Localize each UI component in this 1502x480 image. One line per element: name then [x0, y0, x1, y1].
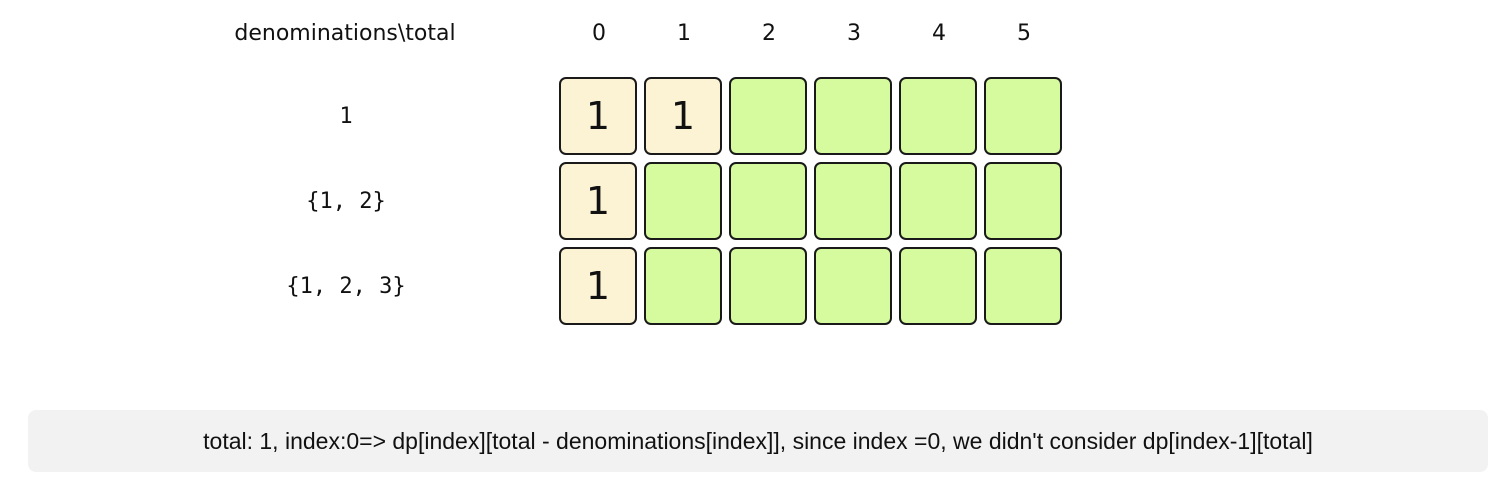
explanation-caption: total: 1, index:0=> dp[index][total - de…: [28, 410, 1488, 472]
dp-cell-row-0-col-3: [814, 77, 892, 155]
dp-cell-row-2-col-3: [814, 247, 892, 325]
dp-cell-row-0-col-5: [984, 77, 1062, 155]
dp-cell-row-1-col-3: [814, 162, 892, 240]
row-header-denominations-2: {1, 2, 3}: [286, 274, 406, 299]
dp-cell-row-1-col-1: [644, 162, 722, 240]
dp-cell-row-2-col-1: [644, 247, 722, 325]
dp-cell-row-0-col-1: 1: [644, 77, 722, 155]
dp-cell-row-1-col-0: 1: [559, 162, 637, 240]
column-header-total-4: 4: [932, 21, 946, 46]
column-header-total-3: 3: [847, 21, 861, 46]
column-header-total-5: 5: [1017, 21, 1031, 46]
dp-cell-row-2-col-2: [729, 247, 807, 325]
dp-cell-row-1-col-2: [729, 162, 807, 240]
column-header-total-0: 0: [592, 21, 606, 46]
column-header-total-1: 1: [677, 21, 691, 46]
dp-cell-row-0-col-0: 1: [559, 77, 637, 155]
corner-label: denominations\total: [234, 21, 456, 46]
dp-cell-row-1-col-5: [984, 162, 1062, 240]
dp-cell-row-0-col-2: [729, 77, 807, 155]
dp-cell-row-2-col-5: [984, 247, 1062, 325]
row-header-denominations-0: 1: [339, 104, 353, 129]
dp-cell-row-0-col-4: [899, 77, 977, 155]
row-header-denominations-1: {1, 2}: [306, 189, 386, 214]
dp-cell-row-2-col-0: 1: [559, 247, 637, 325]
dp-cell-row-1-col-4: [899, 162, 977, 240]
dp-cell-row-2-col-4: [899, 247, 977, 325]
column-header-total-2: 2: [762, 21, 776, 46]
